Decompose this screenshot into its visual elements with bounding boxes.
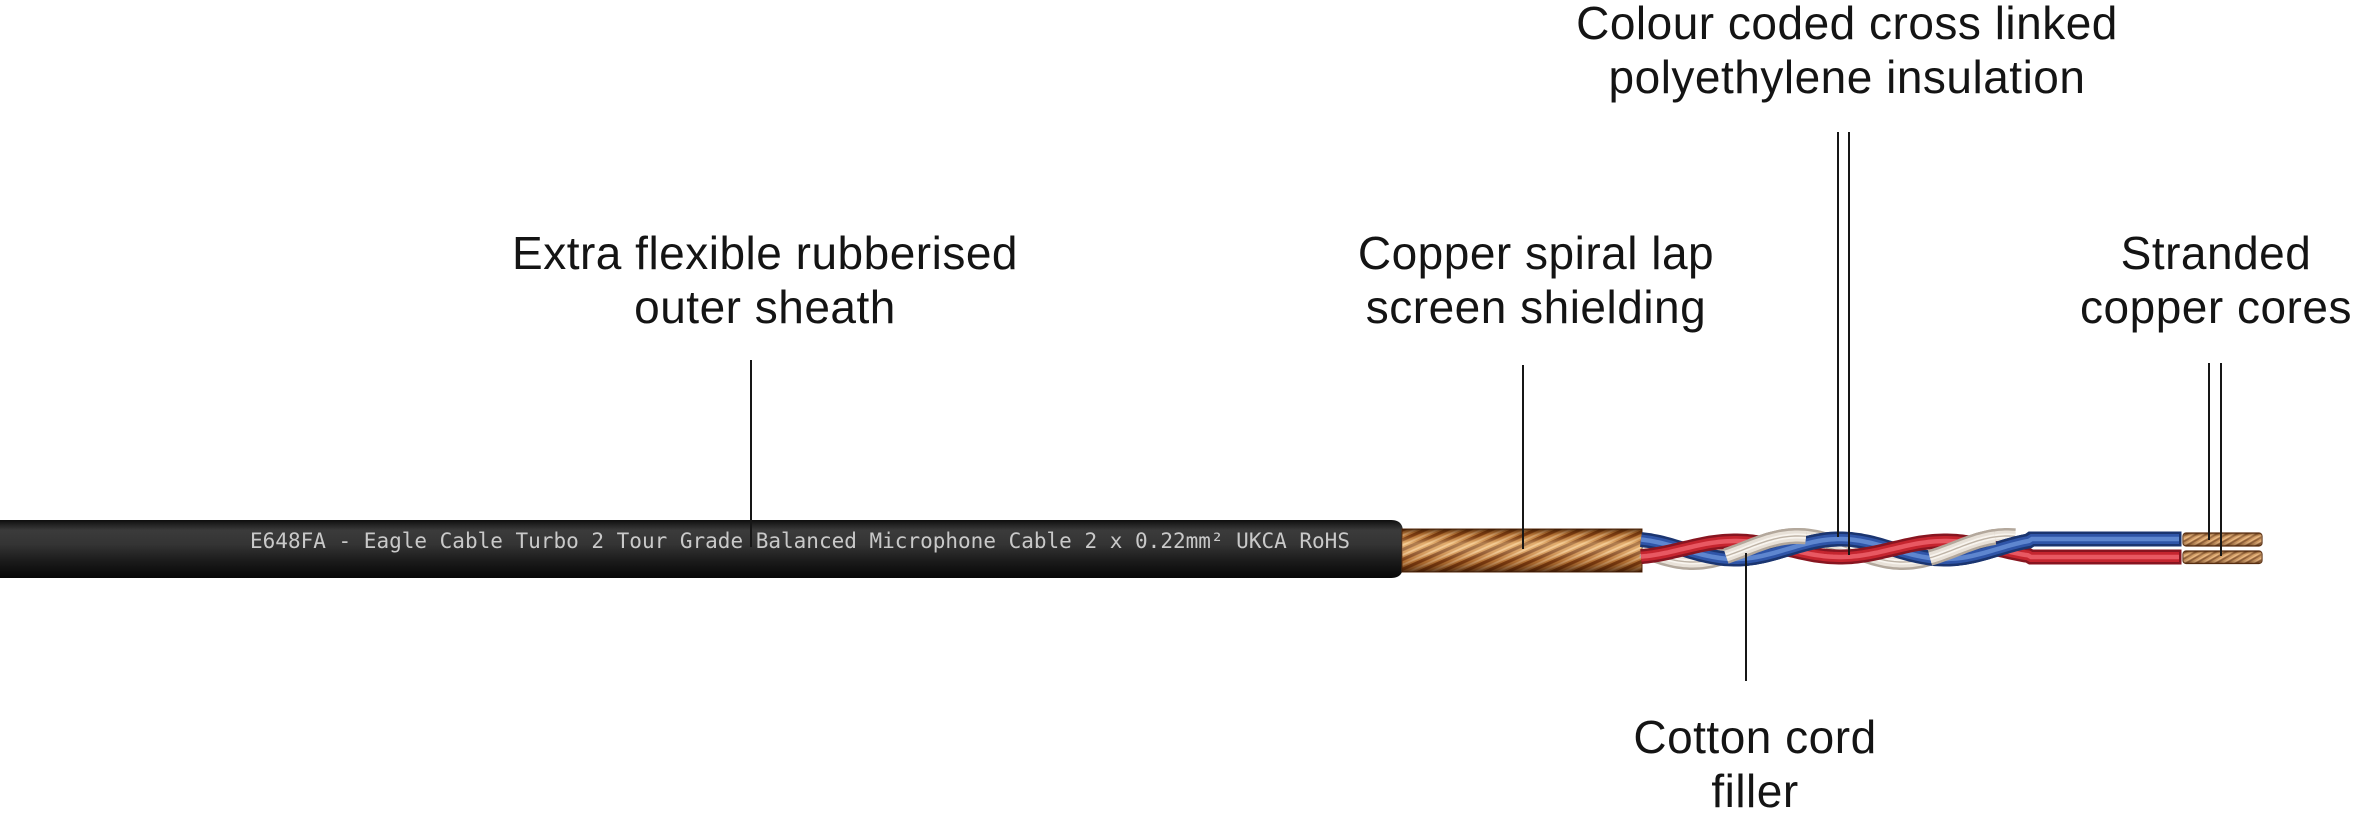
label-insulation-line1: Colour coded cross linked <box>1576 0 2118 49</box>
label-outer-sheath-line2: outer sheath <box>634 281 896 333</box>
label-cotton-filler-line1: Cotton cord <box>1633 711 1877 763</box>
wire-blue <box>1945 536 2181 562</box>
wire-blue <box>1735 536 1840 562</box>
copper-core-top-shading <box>2183 533 2262 546</box>
label-copper-cores: Stranded copper cores <box>2080 226 2352 334</box>
cable-print-text: E648FA - Eagle Cable Turbo 2 Tour Grade … <box>250 529 1350 553</box>
label-cotton-filler: Cotton cord filler <box>1633 710 1876 817</box>
label-cotton-filler-line2: filler <box>1711 765 1799 817</box>
wire-blue-cut-edge <box>2179 531 2182 547</box>
cotton-filler-cord <box>1929 536 1996 559</box>
label-screen-shield: Copper spiral lap screen shielding <box>1358 226 1714 334</box>
wire-red-cut-edge <box>2179 549 2182 565</box>
wire-red <box>1640 538 2181 560</box>
label-outer-sheath-line1: Extra flexible rubberised <box>512 227 1018 279</box>
label-insulation-line2: polyethylene insulation <box>1608 51 2086 103</box>
label-screen-shield-line1: Copper spiral lap <box>1357 227 1715 279</box>
label-copper-cores-line1: Stranded <box>2120 227 2312 279</box>
copper-core-bottom-shading <box>2183 551 2262 564</box>
outer-sheath <box>0 520 1403 578</box>
label-copper-cores-line2: copper cores <box>2080 281 2352 333</box>
label-screen-shield-line2: screen shielding <box>1365 281 1707 333</box>
cotton-filler-cord <box>1725 535 1807 557</box>
label-insulation: Colour coded cross linked polyethylene i… <box>1576 0 2118 104</box>
label-outer-sheath: Extra flexible rubberised outer sheath <box>512 226 1018 334</box>
